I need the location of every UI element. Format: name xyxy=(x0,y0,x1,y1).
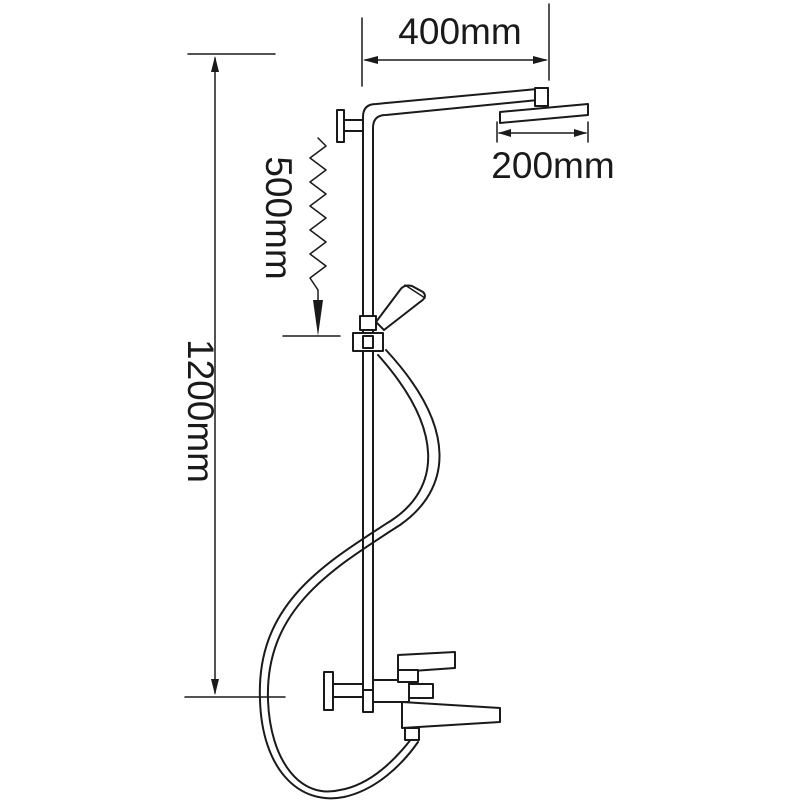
riser-outer xyxy=(362,87,549,706)
mixer-lever[interactable] xyxy=(397,651,456,673)
riser-bottom xyxy=(362,689,374,713)
mixer-body xyxy=(372,679,410,703)
mixer-right-connector xyxy=(408,683,434,699)
head-arrow-left xyxy=(498,129,511,137)
slide-zigzag-line xyxy=(309,137,327,301)
slider-collar xyxy=(362,335,374,349)
head-arrow-right xyxy=(574,129,587,137)
slide-dimension: 500mm xyxy=(258,137,341,337)
mixer-left-connector xyxy=(332,683,364,698)
arm-end-cap xyxy=(534,87,549,107)
hose-inner xyxy=(258,354,430,800)
arm-label: 400mm xyxy=(398,11,521,52)
mixer-left-handle[interactable] xyxy=(323,671,334,711)
hand-shower-body xyxy=(375,284,426,331)
shower-hose xyxy=(258,349,441,800)
mixer-valve xyxy=(323,651,501,741)
hose-outer xyxy=(266,349,441,793)
head-label: 200mm xyxy=(491,145,614,186)
shower-column xyxy=(336,87,589,713)
slide-label: 500mm xyxy=(258,156,299,279)
bath-spout xyxy=(401,701,501,729)
riser-inner xyxy=(372,98,549,706)
height-arrow-top xyxy=(211,56,219,72)
handheld-shower xyxy=(352,284,426,352)
height-label: 1200mm xyxy=(180,339,221,483)
hose-outlet xyxy=(404,727,420,741)
slider-upper-clip xyxy=(359,315,377,331)
mixer-lever-base xyxy=(397,669,419,683)
hand-shower-face xyxy=(404,284,426,299)
head-dimension: 200mm xyxy=(491,121,615,186)
arm-arrow-right xyxy=(533,56,548,64)
top-wall-plate xyxy=(336,109,345,143)
top-wall-arm xyxy=(343,119,364,132)
arm-dimension: 400mm xyxy=(361,3,550,87)
height-dimension: 1200mm xyxy=(180,53,286,698)
rain-shower-head xyxy=(499,103,589,124)
slide-arrow xyxy=(313,300,323,336)
height-arrow-bottom xyxy=(211,679,219,695)
arm-arrow-left xyxy=(363,56,378,64)
